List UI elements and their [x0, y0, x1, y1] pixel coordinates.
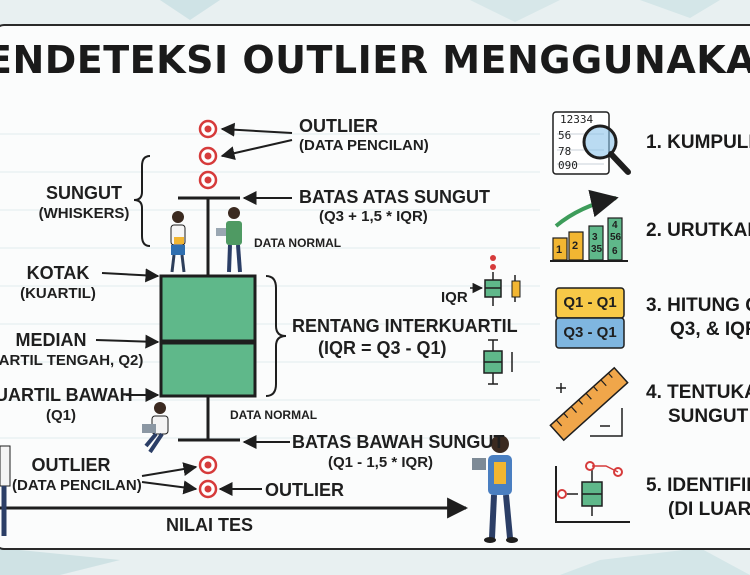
- step-5-line1: 5. IDENTIFIK: [646, 475, 750, 496]
- top-outlier-points: [198, 119, 218, 190]
- interquartile-box: [159, 274, 257, 398]
- outlier-bottom-left-title: OUTLIER: [31, 455, 111, 475]
- step5-icon: [555, 461, 630, 523]
- data-normal-bottom: DATA NORMAL: [230, 408, 318, 422]
- whiskers-title: SUNGUT: [46, 183, 122, 203]
- q-card-top: Q1 - Q1: [563, 294, 617, 311]
- step1-icon: [552, 111, 631, 175]
- bar-digit-5: 4: [612, 220, 618, 231]
- step3-icon: [555, 287, 625, 349]
- icon-number-row-4: 090: [558, 159, 578, 172]
- bar-digit-6: 56: [610, 232, 622, 243]
- mini-box-plot-illustration: [470, 255, 521, 385]
- whiteboard: [0, 24, 750, 550]
- iqr-brace: [265, 275, 287, 397]
- upper-whisker-title: BATAS ATAS SUNGUT: [299, 187, 490, 207]
- step-3-line1: 3. HITUNG Q: [646, 295, 750, 316]
- presenter-person: [472, 435, 518, 543]
- step-1: 1. KUMPULK: [646, 132, 750, 153]
- person-left-edge: [0, 445, 11, 536]
- data-normal-top: DATA NORMAL: [254, 236, 342, 250]
- median-subtitle: (KUARTIL TENGAH, Q2): [0, 352, 144, 369]
- median-title: MEDIAN: [15, 330, 87, 350]
- bottom-outlier-points: [198, 455, 218, 499]
- bar-digit-7: 6: [612, 246, 618, 257]
- step-4-line1: 4. TENTUKA: [646, 382, 750, 403]
- bar-digit-2: 2: [572, 240, 579, 252]
- outlier-top-subtitle: (DATA PENCILAN): [299, 137, 429, 154]
- icon-number-row-3: 78: [558, 145, 572, 158]
- whiskers-subtitle: (WHISKERS): [38, 205, 130, 222]
- lower-whisker-title: BATAS BAWAH SUNGUT: [292, 432, 505, 452]
- box-subtitle: (KUARTIL): [20, 285, 96, 302]
- icon-number-row-2: 56: [558, 129, 572, 142]
- outlier-bottom-right: OUTLIER: [265, 480, 344, 500]
- outlier-top-title: OUTLIER: [299, 116, 378, 136]
- step-2: 2. URUTKAN: [646, 220, 750, 241]
- q1-subtitle: (Q1): [46, 407, 76, 424]
- upper-whisker-formula: (Q3 + 1,5 * IQR): [319, 208, 428, 225]
- icon-number-row-1: 12334: [560, 113, 594, 126]
- step2-icon: [550, 189, 628, 262]
- step-4-line2: SUNGUT (: [668, 406, 750, 427]
- iqr-small-label: IQR: [441, 289, 468, 306]
- step-3-line2: Q3, & IQR: [670, 319, 750, 340]
- person-with-laptop: [142, 402, 169, 454]
- lower-whisker-formula: (Q1 - 1,5 * IQR): [328, 454, 434, 471]
- bar-digit-3: 3: [592, 232, 598, 243]
- box-title: KOTAK: [26, 263, 90, 283]
- whiskers: [178, 196, 240, 442]
- whisker-brace: [133, 155, 151, 247]
- bar-digit-4: 35: [591, 244, 603, 255]
- q-card-bottom: Q3 - Q1: [563, 324, 617, 341]
- page-title: ENDETEKSI OUTLIER MENGGUNAKAN BOX PL: [0, 34, 750, 94]
- outlier-bottom-left-subtitle: (DATA PENCILAN): [12, 477, 142, 494]
- iqr-title: RENTANG INTERKUARTIL: [292, 316, 518, 336]
- people-top: [170, 207, 242, 273]
- q1-title: KUARTIL BAWAH: [0, 385, 133, 405]
- bar-digit-1: 1: [556, 244, 563, 256]
- x-axis-label: NILAI TES: [166, 515, 254, 535]
- iqr-formula: (IQR = Q3 - Q1): [318, 338, 447, 358]
- step-5-line2: (DI LUAR S: [668, 499, 750, 520]
- page-title-text: ENDETEKSI OUTLIER MENGGUNAKAN BOX PL: [0, 38, 750, 82]
- step4-icon: [549, 366, 629, 442]
